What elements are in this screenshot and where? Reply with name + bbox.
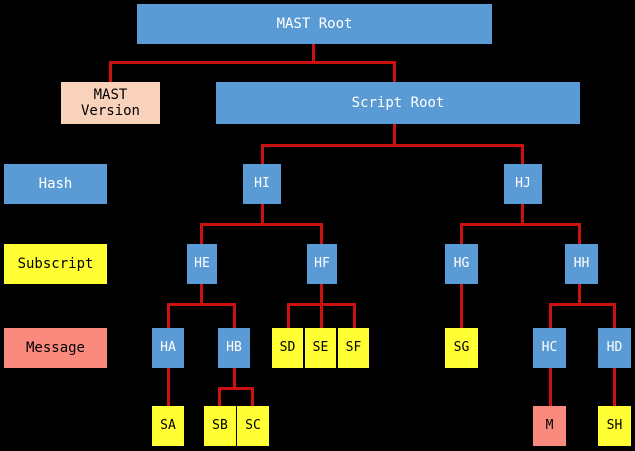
node-mast-root[interactable]: MAST Root xyxy=(137,4,492,44)
edge-to-HH xyxy=(578,223,581,245)
edge-scriptroot-bar xyxy=(261,144,524,147)
edge-HE-bar xyxy=(167,303,236,306)
edge-HJ-stem xyxy=(521,203,524,225)
node-SH[interactable]: SH xyxy=(598,406,631,446)
edge-to-HB xyxy=(233,303,236,329)
legend-subscript: Subscript xyxy=(4,244,107,284)
edge-to-SF xyxy=(353,303,356,329)
node-SG[interactable]: SG xyxy=(445,328,478,368)
node-M[interactable]: M xyxy=(533,406,566,446)
edge-to-HC xyxy=(549,303,552,329)
edge-scriptroot-stem xyxy=(393,124,396,146)
edge-to-SC xyxy=(251,387,254,408)
node-HG[interactable]: HG xyxy=(445,244,478,284)
edge-HB-stem xyxy=(233,367,236,389)
edge-HI-bar xyxy=(200,223,323,226)
node-HC[interactable]: HC xyxy=(533,328,566,368)
node-HI[interactable]: HI xyxy=(243,164,281,204)
node-SD[interactable]: SD xyxy=(272,328,303,368)
edge-to-SE xyxy=(320,303,323,329)
edge-HB-bar xyxy=(218,387,254,390)
node-HD[interactable]: HD xyxy=(598,328,631,368)
legend-message: Message xyxy=(4,328,107,368)
edge-to-M xyxy=(549,367,552,408)
node-HH[interactable]: HH xyxy=(565,244,598,284)
edge-to-HE xyxy=(200,223,203,245)
node-SB[interactable]: SB xyxy=(204,406,236,446)
edge-to-mastversion xyxy=(109,61,112,83)
edge-to-HI xyxy=(261,144,264,165)
node-HA[interactable]: HA xyxy=(152,328,184,368)
legend-hash: Hash xyxy=(4,164,107,204)
edge-to-SD xyxy=(287,303,290,329)
edge-to-SA xyxy=(167,367,170,408)
node-mast-version[interactable]: MAST Version xyxy=(61,82,160,124)
node-SA[interactable]: SA xyxy=(152,406,184,446)
edge-to-scriptroot xyxy=(393,61,396,83)
node-HE[interactable]: HE xyxy=(187,244,217,284)
edge-to-HJ xyxy=(521,144,524,165)
edge-HI-stem xyxy=(261,203,264,225)
edge-HH-stem xyxy=(578,283,581,305)
node-SC[interactable]: SC xyxy=(237,406,269,446)
node-HF[interactable]: HF xyxy=(307,244,337,284)
node-SE[interactable]: SE xyxy=(305,328,336,368)
edge-HH-bar xyxy=(549,303,615,306)
edge-HF-stem xyxy=(320,283,323,305)
edge-mastroot-bar xyxy=(109,61,396,64)
node-script-root[interactable]: Script Root xyxy=(216,82,580,124)
edge-to-HF xyxy=(320,223,323,245)
edge-to-HD xyxy=(613,303,616,329)
edge-to-SB xyxy=(218,387,221,408)
edge-to-HA xyxy=(167,303,170,329)
edge-to-SH xyxy=(613,367,616,408)
edge-to-SG xyxy=(460,283,463,329)
edge-mastroot-stem xyxy=(312,43,315,63)
edge-HE-stem xyxy=(200,283,203,305)
node-HB[interactable]: HB xyxy=(218,328,250,368)
edge-to-HG xyxy=(460,223,463,245)
edge-HJ-bar xyxy=(460,223,581,226)
node-SF[interactable]: SF xyxy=(338,328,369,368)
node-HJ[interactable]: HJ xyxy=(504,164,542,204)
